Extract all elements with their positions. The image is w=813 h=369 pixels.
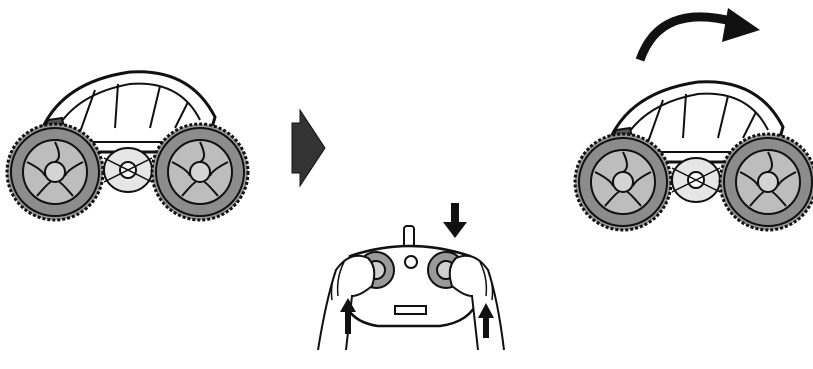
arrow-right-icon (292, 110, 325, 186)
arrow-down-icon (443, 203, 467, 238)
curved-arrow-flip-icon (640, 8, 760, 60)
rc-car-icon (575, 82, 813, 230)
rc-car-icon (7, 72, 248, 220)
